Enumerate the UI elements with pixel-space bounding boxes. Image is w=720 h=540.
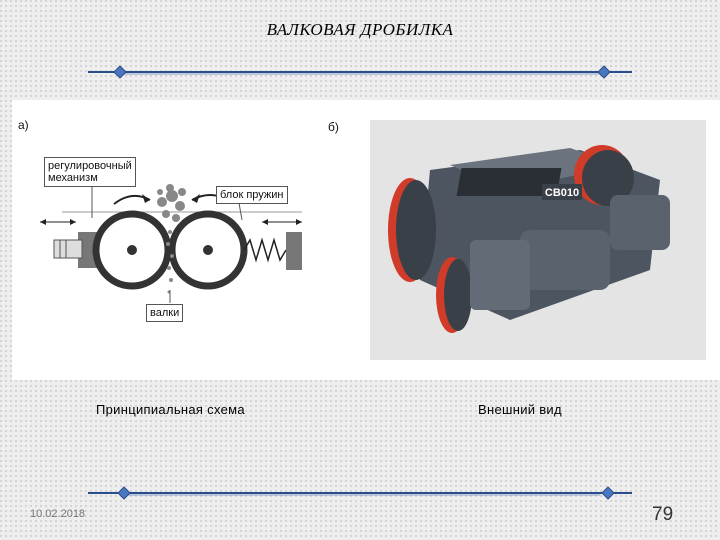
adjusting-mechanism-label: регулировочный механизм [44,157,136,187]
bolt-head [53,239,83,259]
spring-icon [243,237,287,263]
material-pieces [157,184,186,294]
machine-badge: СВ010 [545,187,579,199]
diamond-icon [113,65,127,79]
bottom-rule-decoration [88,486,632,500]
spring-block [286,232,302,270]
figure-panel: а) б) [12,100,720,380]
top-rule-decoration [88,65,632,79]
motor [520,230,610,290]
diamond-icon [597,65,611,79]
diamond-icon [117,486,131,500]
slide-title: ВАЛКОВАЯ ДРОБИЛКА [266,20,454,39]
figure-label-b: б) [328,120,339,134]
caption-schematic: Принципиальная схема [96,402,245,417]
spring-block-label: блок пружин [216,186,288,204]
diamond-icon [601,486,615,500]
machine-photo: СВ010 [370,120,706,360]
roll-crusher-schematic [40,182,302,303]
page-number: 79 [652,504,674,525]
footer-date: 10.02.2018 [30,508,86,520]
rolls-label: валки [146,304,184,322]
caption-exterior: Внешний вид [478,402,562,417]
figure-label-a: а) [18,118,29,132]
